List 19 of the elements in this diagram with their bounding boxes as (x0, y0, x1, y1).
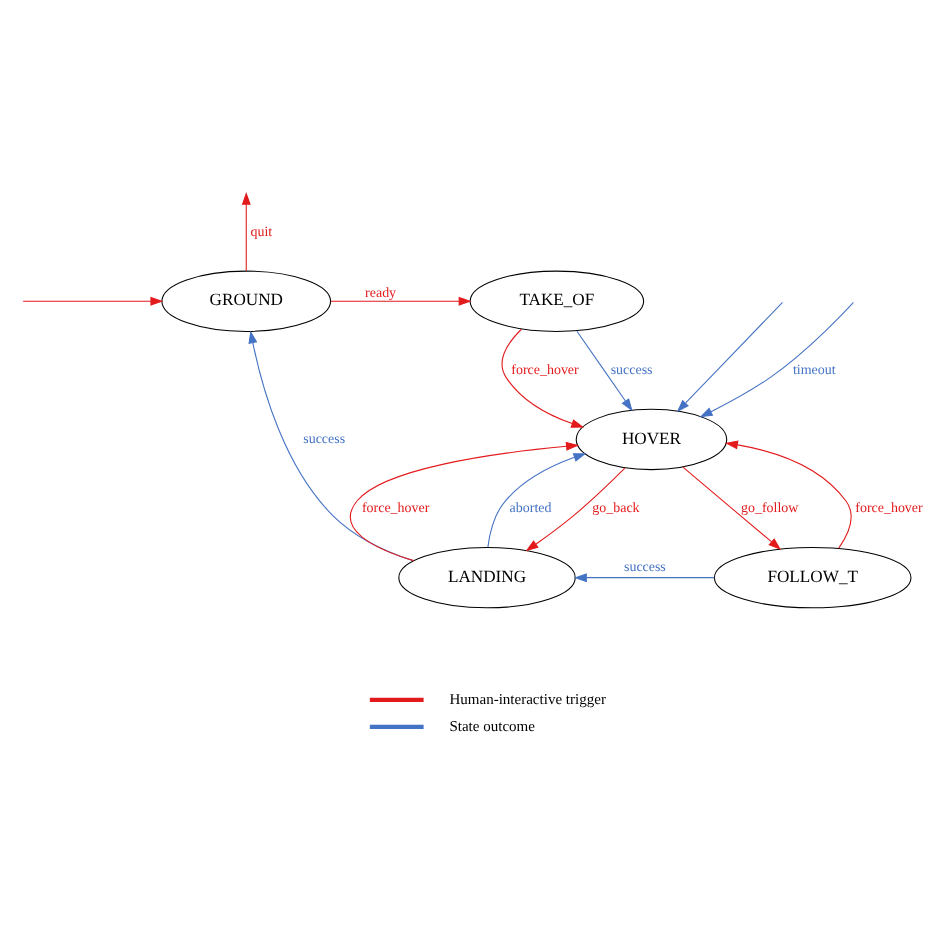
node-ellipse: LANDING (397, 546, 575, 609)
arrow (348, 441, 578, 562)
arrow (240, 191, 250, 272)
node-ellipse: TAKE_OF (468, 270, 644, 332)
arrow (572, 573, 714, 583)
arrow (500, 328, 584, 428)
node-ellipse: FOLLOW_T (712, 546, 911, 609)
legend-label: State outcome (448, 716, 534, 735)
legend-label: Human-interactive trigger (448, 689, 605, 708)
arrow (486, 453, 586, 548)
arrow (575, 330, 632, 412)
arrow (329, 296, 471, 306)
arrow (698, 301, 853, 418)
arrow (21, 296, 163, 306)
arrow (681, 466, 781, 550)
arrow (675, 301, 783, 413)
arrow (724, 440, 851, 549)
arrow (524, 467, 625, 552)
node-ellipse: GROUND (160, 270, 331, 332)
